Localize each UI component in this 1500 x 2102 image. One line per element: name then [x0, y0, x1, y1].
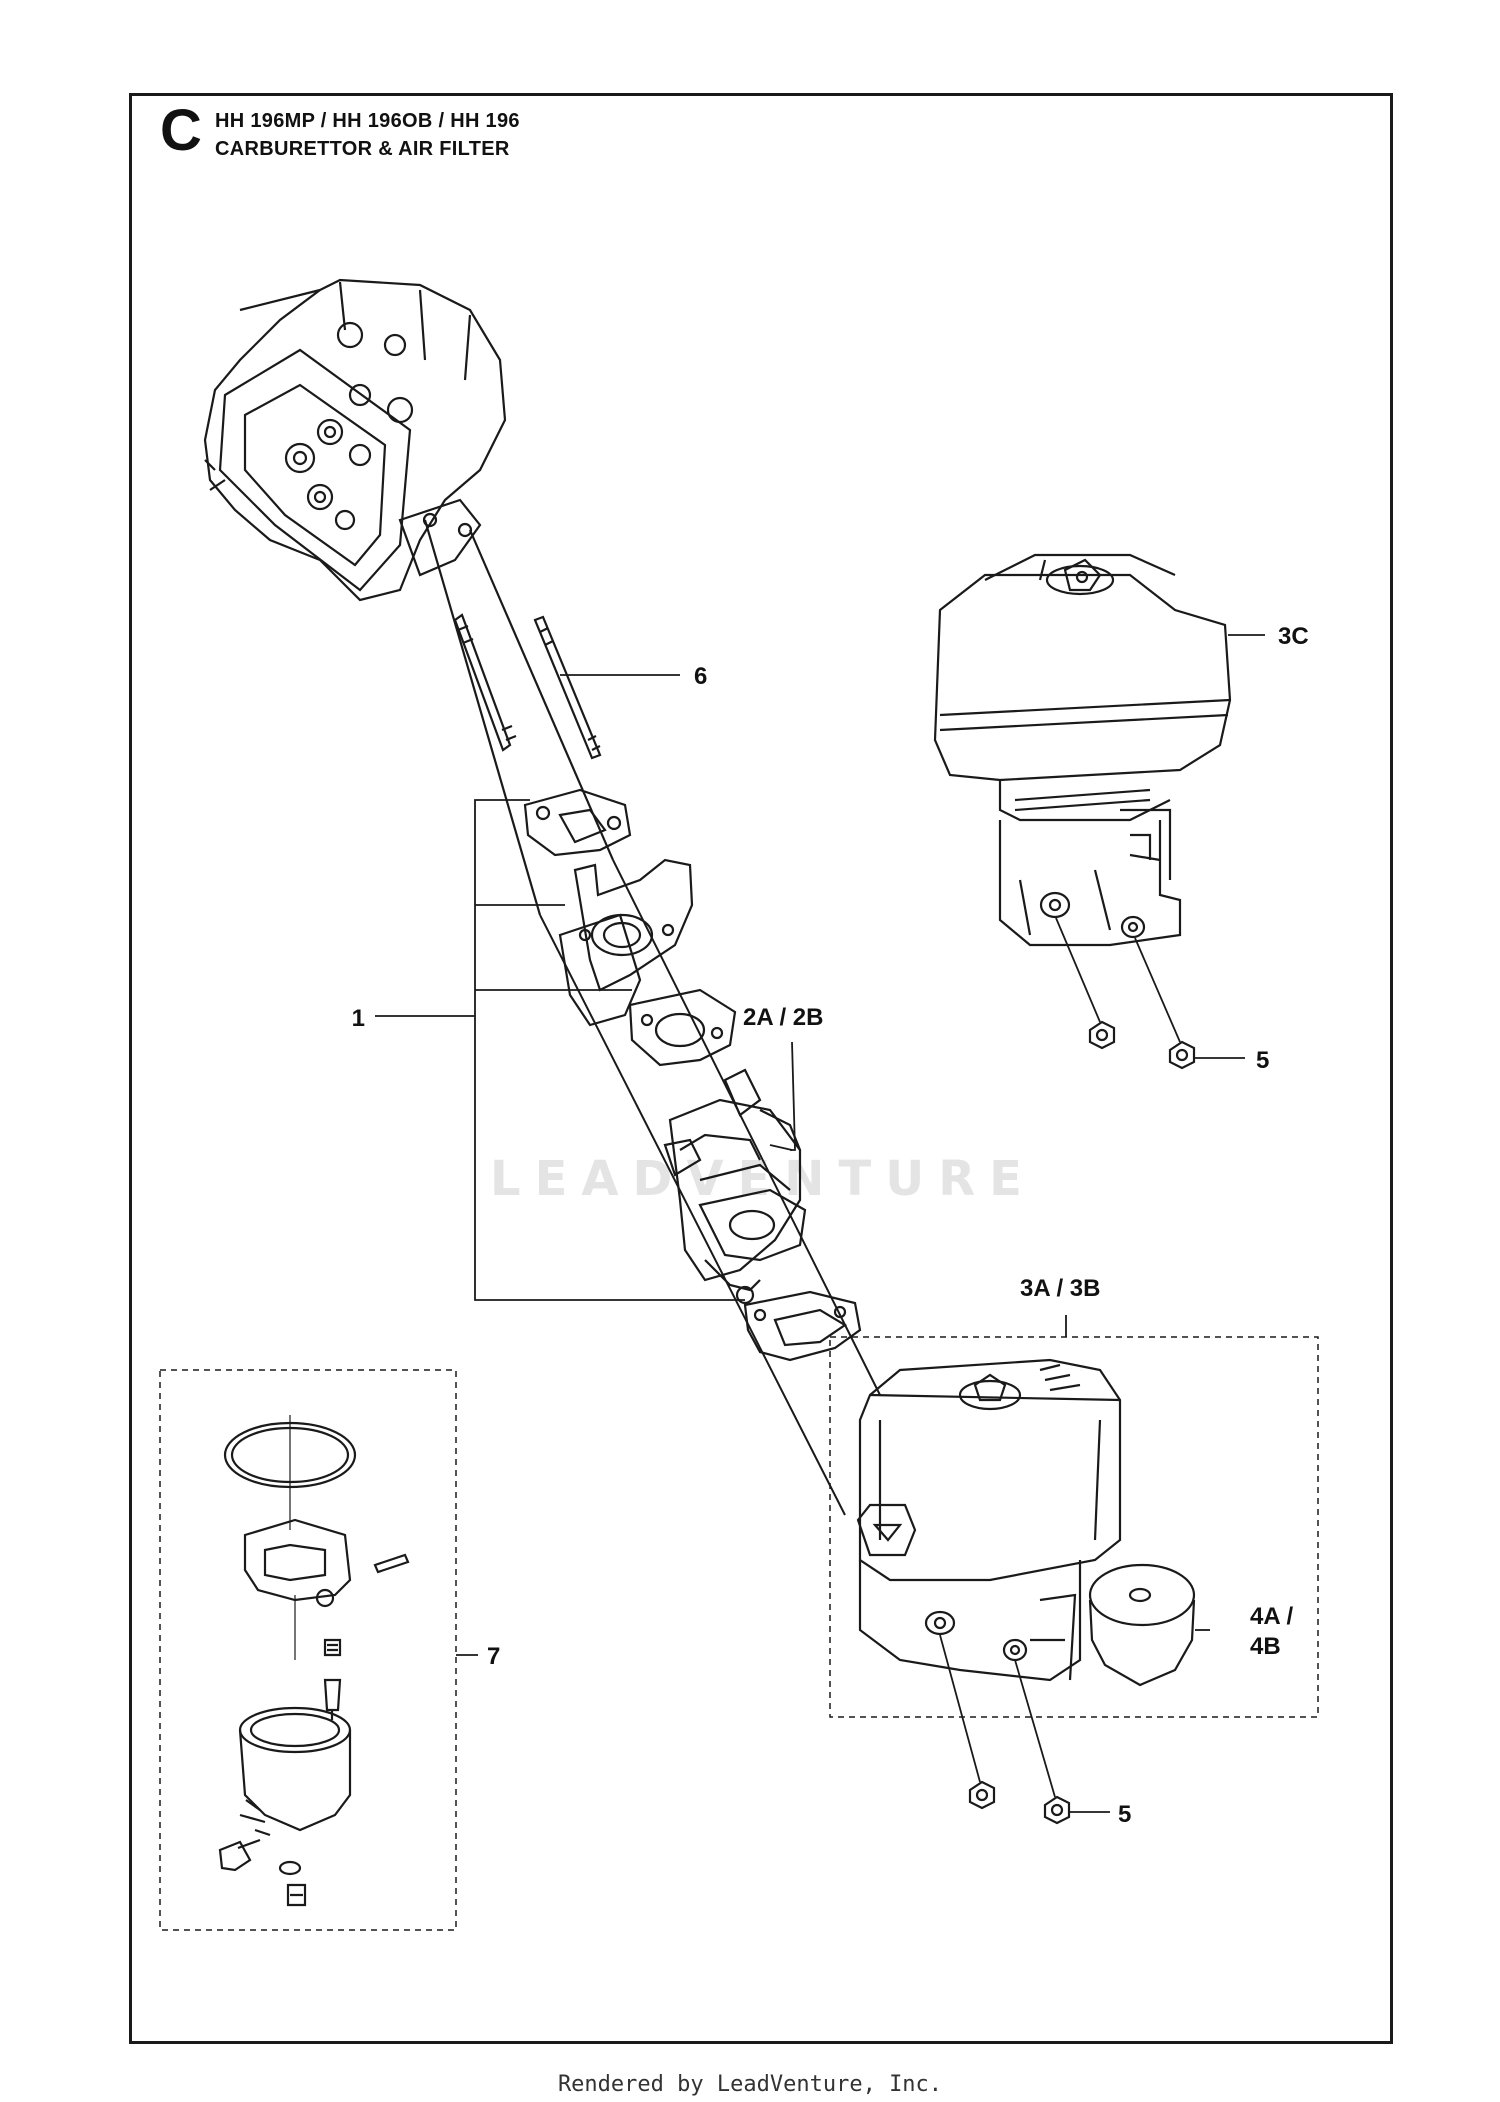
kit-box-7	[159, 1369, 457, 1931]
callout-3c: 3C	[1278, 623, 1309, 650]
assembly-box-3ab	[829, 1336, 1319, 1718]
filter-element	[1088, 1563, 1196, 1687]
watermark: LEADVENTURE	[490, 1151, 1036, 1207]
air-filter-3c	[933, 553, 1232, 947]
callout-6: 6	[694, 663, 707, 690]
section-title: CARBURETTOR & AIR FILTER	[215, 138, 510, 160]
callout-1: 1	[352, 1005, 365, 1032]
gasket-upper	[523, 788, 632, 857]
callout-4ab-line2: 4B	[1250, 1633, 1281, 1660]
carburetor	[663, 1068, 807, 1305]
nut-3ab-right	[1043, 1795, 1071, 1825]
nut-3c-right	[1168, 1040, 1196, 1070]
nut-3c-left	[1088, 1020, 1116, 1050]
diagram-frame	[129, 93, 1393, 2044]
callout-7: 7	[487, 1643, 500, 1670]
callout-5-bottom: 5	[1118, 1801, 1131, 1828]
carburetor-insulator	[558, 858, 694, 1027]
repair-kit-parts	[218, 1415, 410, 1907]
callout-5-top: 5	[1256, 1047, 1269, 1074]
model-list: HH 196MP / HH 196OB / HH 196	[215, 110, 520, 132]
stud-pair	[423, 519, 615, 916]
gasket-lower	[743, 1290, 862, 1362]
footer-credit: Rendered by LeadVenture, Inc.	[557, 2072, 943, 2097]
gasket-middle	[628, 988, 737, 1067]
air-filter-3ab	[856, 1358, 1122, 1682]
nut-3ab-left	[968, 1780, 996, 1810]
callout-3ab: 3A / 3B	[1020, 1275, 1100, 1302]
section-letter: C	[160, 98, 202, 163]
callout-2ab: 2A / 2B	[743, 1004, 823, 1031]
cylinder-head	[203, 278, 507, 602]
callout-bracket-1	[375, 799, 745, 1301]
callout-4ab-line1: 4A /	[1250, 1603, 1293, 1630]
